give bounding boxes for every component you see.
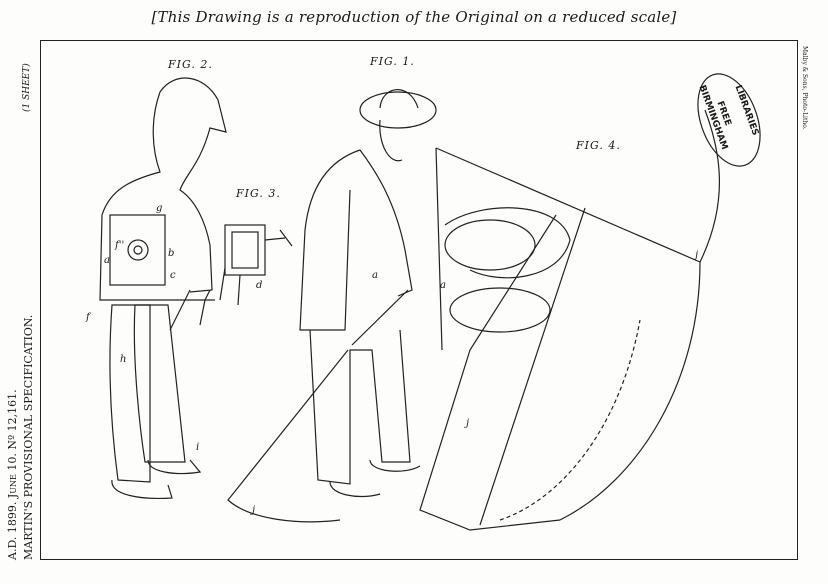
ref-letter-d: d xyxy=(256,280,263,291)
ref-letter-g: g xyxy=(156,203,163,214)
drawing-sheet xyxy=(40,40,798,560)
fig1-figure xyxy=(227,89,437,523)
fig2-label: FIG. 2. xyxy=(168,58,213,71)
fig4-label: FIG. 4. xyxy=(576,139,621,152)
ref-letter-f: f xyxy=(86,312,90,323)
reproduction-note: [This Drawing is a reproduction of the O… xyxy=(151,8,677,26)
library-stamp xyxy=(697,73,761,167)
ref-letter-i: i xyxy=(196,442,200,453)
ref-letter-b: b xyxy=(168,248,175,259)
ref-letter-j: j xyxy=(252,505,256,516)
fig4-diagram xyxy=(419,109,721,531)
ref-letter-fpp: f'' xyxy=(115,240,125,251)
ref-letter-a: a xyxy=(104,255,110,266)
fig2-figure xyxy=(99,77,227,500)
ref-letter-a-fig1: a xyxy=(372,270,378,281)
fig3-mechanism xyxy=(219,224,293,306)
fig1-label: FIG. 1. xyxy=(370,55,415,68)
ref-letter-c: c xyxy=(170,270,176,281)
ref-letter-j-fig4b: j xyxy=(695,250,699,261)
fig3-label: FIG. 3. xyxy=(236,187,281,200)
ref-letter-a-fig4: a xyxy=(440,280,446,291)
ref-letter-j-fig4: j xyxy=(466,418,470,429)
ref-letter-h: h xyxy=(120,354,127,365)
